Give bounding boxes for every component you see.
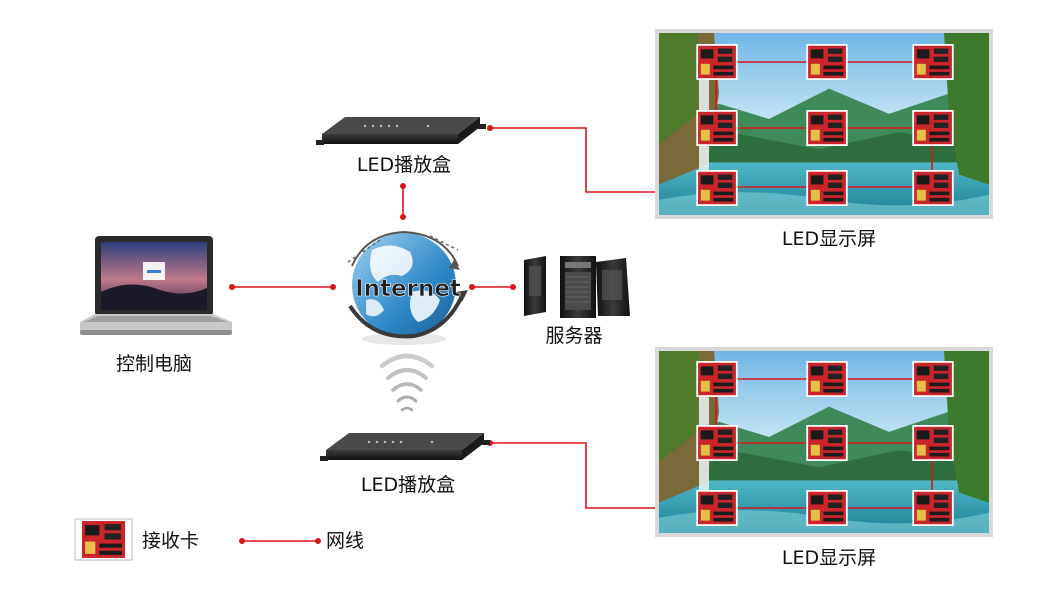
led-player-box-icon	[316, 117, 486, 145]
receiver-card-icon	[806, 490, 848, 526]
legend-receiver-card-label: 接收卡	[142, 530, 199, 552]
receiver-card-icon	[696, 44, 738, 80]
legend: 接收卡 网线	[74, 518, 364, 561]
receiver-card-grid	[696, 361, 954, 526]
receiver-card-icon	[696, 425, 738, 461]
player-box-top-label: LED播放盒	[357, 154, 451, 176]
receiver-card-icon	[912, 44, 954, 80]
receiver-card-icon	[912, 490, 954, 526]
internet-globe-icon: Internet	[347, 230, 468, 345]
legend-receiver-card-icon	[79, 519, 128, 560]
wifi-wave-icon	[379, 353, 435, 412]
server-label: 服务器	[545, 325, 602, 347]
led-display-bottom	[655, 347, 993, 537]
receiver-card-icon	[806, 170, 848, 206]
receiver-card-icon	[912, 110, 954, 146]
receiver-card-icon	[912, 425, 954, 461]
player-box-bottom-label: LED播放盒	[361, 474, 455, 496]
cable-player-bottom-display	[490, 442, 705, 509]
receiver-card-icon	[696, 170, 738, 206]
led-player-box-icon	[320, 433, 490, 461]
receiver-card-icon	[806, 425, 848, 461]
cable-dots	[229, 125, 708, 544]
receiver-card-icon	[806, 361, 848, 397]
receiver-card-icon	[806, 44, 848, 80]
receiver-card-icon	[912, 361, 954, 397]
receiver-card-icon	[696, 490, 738, 526]
legend-network-cable-label: 网线	[326, 530, 364, 552]
receiver-card-icon	[806, 110, 848, 146]
laptop-icon	[80, 236, 232, 335]
cable-player-top-display	[490, 127, 705, 193]
receiver-card-icon	[696, 361, 738, 397]
control-pc-label: 控制电脑	[116, 353, 192, 375]
receiver-card-icon	[912, 170, 954, 206]
network-cables	[232, 127, 705, 542]
led-display-top	[655, 29, 993, 219]
display-bottom-label: LED显示屏	[782, 547, 876, 569]
receiver-card-grid	[696, 44, 954, 206]
receiver-card-icon	[696, 110, 738, 146]
display-top-label: LED显示屏	[782, 228, 876, 250]
internet-label: Internet	[355, 276, 461, 302]
server-tower-icon	[524, 256, 630, 318]
